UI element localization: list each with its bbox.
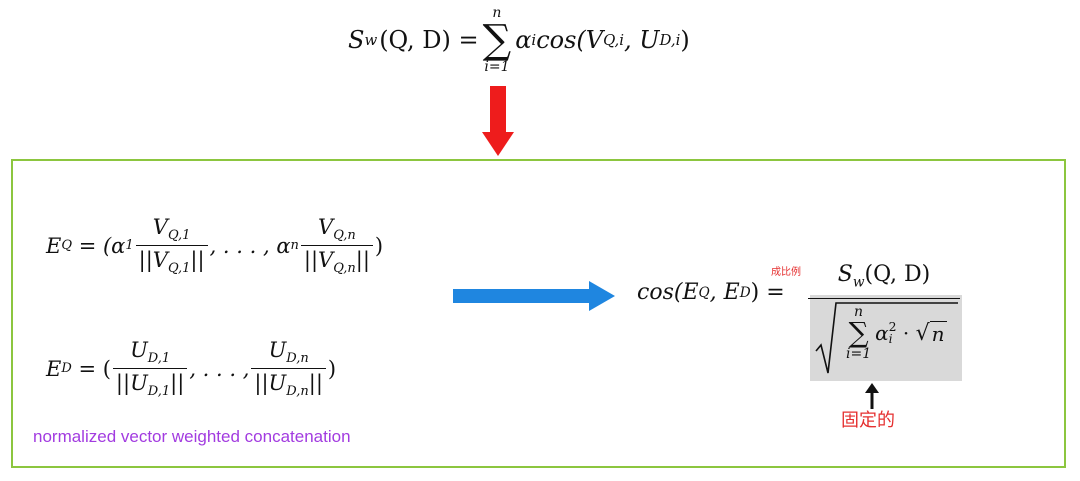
- eq-lhs-sub: Q: [61, 238, 73, 254]
- cos-e1-sub: Q: [698, 284, 710, 301]
- eq-lhs: E: [46, 233, 62, 258]
- fraction-line: [808, 298, 960, 300]
- ed-denn-sub: D,n: [286, 384, 309, 400]
- den-dot: ·: [896, 321, 916, 345]
- den-alpha-sup: 2: [888, 318, 897, 334]
- top-lhs-args: (Q, D) =: [379, 26, 479, 54]
- den-sum-lower: i=1: [846, 346, 872, 362]
- ed-mid: , . . . ,: [189, 356, 250, 381]
- eq-close: ): [374, 233, 384, 258]
- eq-num1: V: [152, 215, 168, 239]
- ed-lhs: E: [46, 356, 62, 381]
- top-cos: cos(V: [536, 26, 604, 54]
- eq-den1-sub: Q,1: [167, 261, 191, 277]
- ed-denn-end: ||: [308, 371, 323, 396]
- eq-a1-sub: 1: [125, 238, 134, 254]
- ed-numn: U: [268, 338, 287, 362]
- ed-open: = (: [71, 356, 111, 381]
- down-arrow-icon: [482, 86, 514, 156]
- top-sum: n ∑ i=1: [482, 5, 512, 75]
- den-sum: n ∑ i=1: [846, 304, 872, 362]
- eq-numn-sub: Q,n: [333, 228, 356, 244]
- eq-num1-sub: Q,1: [167, 228, 191, 244]
- eq-frac-1: VQ,1 ||VQ,1||: [135, 215, 208, 277]
- ed-frac-1: UD,1 ||UD,1||: [112, 338, 188, 400]
- den-alpha-sub: i: [888, 331, 893, 346]
- top-sum-lower: i=1: [484, 59, 510, 75]
- eq-denn-sub: Q,n: [333, 261, 356, 277]
- top-close: ): [680, 26, 690, 54]
- top-alpha-sub: i: [531, 31, 537, 49]
- ed-numn-sub: D,n: [286, 351, 309, 367]
- top-lhs: S: [348, 26, 365, 54]
- top-sum-upper: n: [492, 5, 502, 21]
- cos-denominator: n ∑ i=1 α 2 i · √n: [812, 295, 960, 381]
- top-u-sub: D,i: [659, 31, 681, 49]
- eq-den1-end: ||: [190, 248, 205, 273]
- up-arrow-icon: [865, 383, 879, 409]
- eq-denn: ||V: [303, 248, 334, 273]
- eq-numn: V: [318, 215, 334, 239]
- right-arrow-icon: [453, 281, 615, 311]
- sqrt-icon: [815, 302, 958, 374]
- ed-num1-sub: D,1: [147, 351, 171, 367]
- ed-close: ): [327, 356, 337, 381]
- ed-frac-n: UD,n ||UD,n||: [251, 338, 326, 399]
- eq-frac-n: VQ,n ||VQ,n||: [300, 215, 373, 277]
- fixed-note: 固定的: [841, 410, 895, 431]
- den-sum-upper: n: [854, 304, 864, 320]
- concatenation-panel: [11, 159, 1066, 468]
- ed-den1-sub: D,1: [147, 384, 171, 400]
- cos-numerator: Sw(Q, D): [837, 262, 931, 291]
- eq-mid: , . . . , α: [209, 233, 291, 258]
- inner-sqrt-icon: √: [915, 320, 930, 346]
- proportional-note: 成比例: [771, 267, 801, 278]
- den-alpha: α: [875, 321, 889, 345]
- top-alpha: α: [515, 26, 532, 54]
- den-sqrt-n: n: [929, 320, 947, 346]
- ed-lhs-sub: D: [61, 361, 72, 377]
- eq-open: = (α: [72, 233, 126, 258]
- ed-den1-end: ||: [170, 371, 185, 396]
- cos-close: ) =: [750, 280, 785, 305]
- ed-denn: ||U: [254, 371, 287, 396]
- top-lhs-sub: w: [364, 31, 378, 49]
- eq-den1: ||V: [138, 248, 168, 273]
- ed-den1: ||U: [115, 371, 148, 396]
- eq-denn-end: ||: [355, 248, 370, 273]
- top-u: , U: [624, 26, 660, 54]
- cos-sep: , E: [709, 280, 740, 305]
- ed-num1: U: [130, 338, 148, 362]
- top-v-sub: Q,i: [603, 31, 625, 49]
- cos-open: cos(E: [637, 280, 699, 305]
- cos-e2-sub: D: [739, 284, 751, 301]
- eq-an-sub: n: [290, 238, 299, 254]
- caption: normalized vector weighted concatenation: [33, 427, 351, 446]
- cos-fraction: Sw(Q, D): [808, 262, 960, 300]
